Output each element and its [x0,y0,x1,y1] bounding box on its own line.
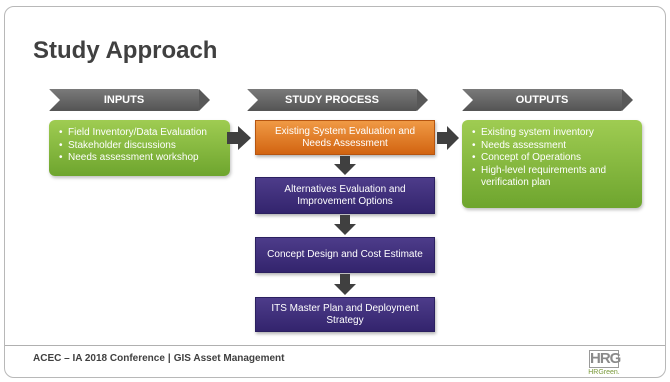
slide: Study Approach INPUTS STUDY PROCESS OUTP… [4,6,666,378]
footer-conference: ACEC – IA 2018 Conference [33,353,165,364]
outputs-list: Existing system inventory Needs assessme… [472,127,636,190]
outputs-item: Existing system inventory [472,127,636,140]
hrgreen-logo: HRG HRGreen. [583,350,625,377]
inputs-item: Field Inventory/Data Evaluation [59,127,224,140]
footer-divider [5,345,665,346]
inputs-list: Field Inventory/Data Evaluation Stakehol… [59,127,224,165]
logo-text: HRGreen. [588,369,620,376]
inputs-header: INPUTS [49,89,210,111]
down-arrow-icon [334,274,356,295]
process-step-1: Existing System Evaluation and Needs Ass… [255,120,435,155]
inputs-box: Field Inventory/Data Evaluation Stakehol… [49,120,230,176]
slide-title: Study Approach [33,37,218,64]
outputs-item: High-level requirements and verification… [472,165,636,190]
footer: ACEC – IA 2018 Conference|GIS Asset Mana… [33,353,285,364]
right-arrow-icon [437,126,459,150]
outputs-box: Existing system inventory Needs assessme… [462,120,642,208]
outputs-header: OUTPUTS [462,89,633,111]
inputs-item: Needs assessment workshop [59,152,224,165]
logo-mark: HRG [589,350,621,368]
outputs-item: Concept of Operations [472,152,636,165]
footer-separator: | [167,353,171,364]
process-step-4: ITS Master Plan and Deployment Strategy [255,297,435,332]
right-arrow-icon [227,126,251,150]
process-step-3: Concept Design and Cost Estimate [255,237,435,273]
process-step-2: Alternatives Evaluation and Improvement … [255,177,435,214]
down-arrow-icon [334,215,356,235]
inputs-item: Stakeholder discussions [59,140,224,153]
down-arrow-icon [334,156,356,175]
outputs-item: Needs assessment [472,140,636,153]
study-process-header: STUDY PROCESS [247,89,428,111]
footer-topic: GIS Asset Management [173,353,285,364]
